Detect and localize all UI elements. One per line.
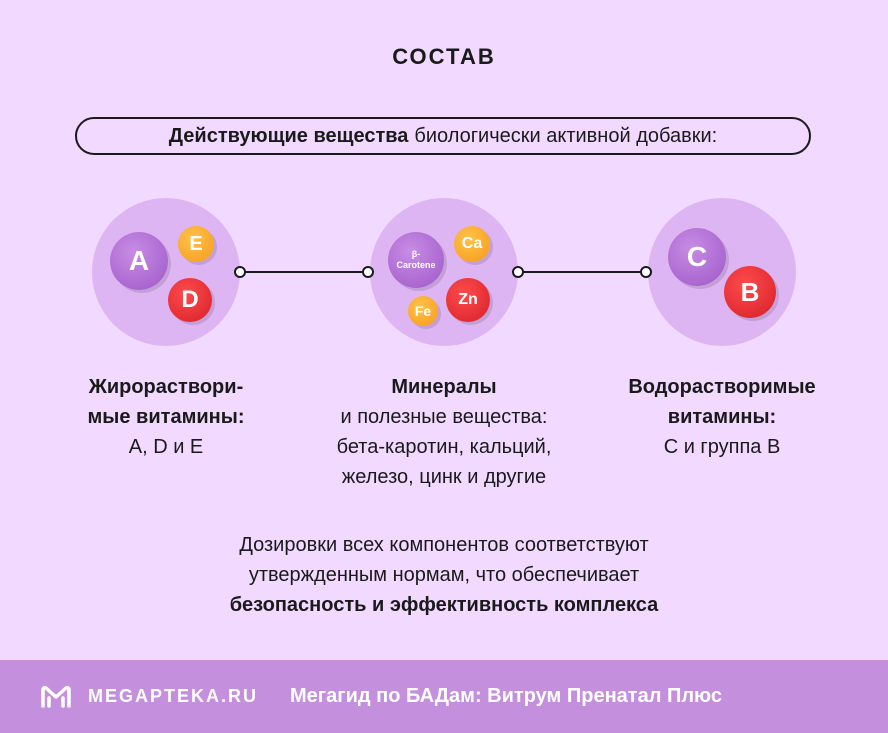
water-soluble-heading-2: витамины:	[667, 406, 777, 428]
minerals-circle: β- Carotene Ca Fe Zn	[370, 198, 518, 346]
iron-ball: Fe	[408, 296, 438, 326]
carotene-label: Carotene	[396, 260, 436, 270]
intro-rest: биологически активной добавки:	[414, 124, 718, 147]
intro-pill: Действующие вещества биологически активн…	[75, 117, 811, 155]
fat-soluble-heading-2: мые витамины:	[87, 406, 245, 428]
water-soluble-text: Водорастворимые витамины: C и группа B	[602, 372, 842, 462]
minerals-line-3: железо, цинк и другие	[341, 466, 547, 488]
vitamin-e-ball: E	[178, 226, 214, 262]
connector-line-1	[244, 271, 368, 273]
zinc-ball: Zn	[446, 278, 490, 322]
dosage-line-2: утвержденным нормам, что обеспечивает	[248, 564, 640, 586]
footer-bar: MEGAPTEKA.RU Мегагид по БАДам: Витрум Пр…	[0, 660, 888, 733]
vitamin-b-ball: B	[724, 266, 776, 318]
connector-node	[640, 266, 652, 278]
vitamin-d-ball: D	[168, 278, 212, 322]
calcium-ball: Ca	[454, 226, 490, 262]
water-soluble-circle: C B	[648, 198, 796, 346]
connector-line-2	[522, 271, 646, 273]
connector-node	[362, 266, 374, 278]
intro-bold: Действующие вещества	[168, 124, 409, 147]
dosage-note: Дозировки всех компонентов соответствуют…	[0, 530, 888, 620]
dosage-line-3: безопасность и эффективность комплекса	[229, 594, 659, 616]
minerals-line-2: бета-каротин, кальций,	[336, 436, 552, 458]
minerals-text: Минералы и полезные вещества: бета-карот…	[324, 372, 564, 492]
vitamin-a-ball: A	[110, 232, 168, 290]
footer-tagline: Мегагид по БАДам: Витрум Пренатал Плюс	[290, 685, 722, 707]
fat-soluble-list: A, D и E	[128, 436, 204, 458]
connector-node	[512, 266, 524, 278]
page-title: СОСТАВ	[392, 44, 496, 69]
minerals-heading: Минералы	[391, 376, 497, 398]
minerals-line-1: и полезные вещества:	[340, 406, 548, 428]
megapteka-m-logo-icon	[40, 684, 72, 710]
beta-carotene-ball: β- Carotene	[388, 232, 444, 288]
fat-soluble-circle: A E D	[92, 198, 240, 346]
vitamin-c-ball: C	[668, 228, 726, 286]
fat-soluble-text: Жирораствори- мые витамины: A, D и E	[46, 372, 286, 462]
connector-node	[234, 266, 246, 278]
dosage-line-1: Дозировки всех компонентов соответствуют	[239, 534, 649, 556]
beta-label: β-	[411, 249, 421, 259]
water-soluble-list: C и группа B	[663, 436, 781, 458]
water-soluble-heading-1: Водорастворимые	[628, 376, 816, 398]
footer-brand[interactable]: MEGAPTEKA.RU	[88, 686, 259, 706]
fat-soluble-heading-1: Жирораствори-	[88, 376, 244, 398]
